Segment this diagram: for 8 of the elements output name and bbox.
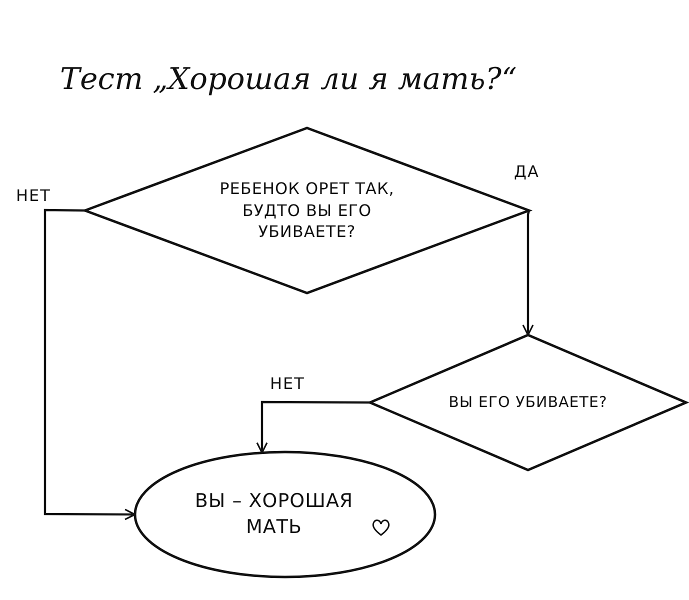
arrow bbox=[44, 208, 136, 520]
diagram-title: Тест „Хорошая ли я мать?“ bbox=[60, 62, 517, 97]
node-text: РЕБЕНОК ОРЕТ ТАК, БУДТО ВЫ ЕГО УБИВАЕТЕ? bbox=[218, 178, 396, 243]
edge-label: ДА bbox=[512, 162, 542, 181]
node-text: ВЫ ЕГО УБИВАЕТЕ? bbox=[448, 392, 608, 413]
arrow bbox=[256, 400, 370, 454]
arrow bbox=[522, 210, 534, 336]
node-text: ВЫ – ХОРОШАЯ МАТЬ bbox=[194, 488, 354, 540]
